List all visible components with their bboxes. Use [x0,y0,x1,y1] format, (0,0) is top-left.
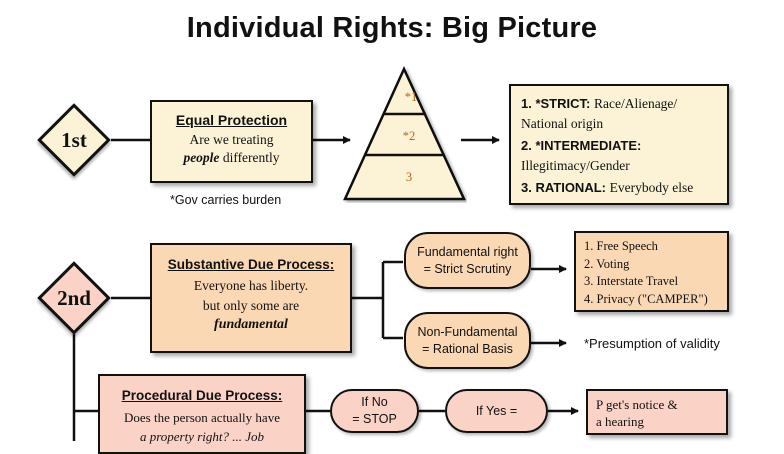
non-fundamental-line1: Non-Fundamental [417,324,518,339]
non-fundamental-line2: = Rational Basis [422,341,513,356]
fundamental-right-pill: Fundamental right = Strict Scrutiny [404,232,531,289]
substantive-line1: Everyone has liberty. [193,278,309,293]
if-no-line1: If No [361,395,388,409]
fundamental-rights-list-box: 1. Free Speech 2. Voting 3. Interstate T… [574,231,729,312]
procedural-heading: Procedural Due Process: [121,388,283,403]
pyramid-tier-1: *1 [404,90,418,104]
strict-text-2: National origin [521,116,604,131]
notice-line2: a hearing [596,414,645,429]
if-yes-pill: If Yes = [445,389,548,433]
step-2nd-diamond: 2nd [37,261,111,335]
step-2nd-label: 2nd [57,285,91,310]
substantive-line3: fundamental [214,317,288,332]
procedural-line1: Does the person actually have [124,410,280,425]
strict-row: 1. *STRICT: Race/Alienage/ [521,93,727,115]
if-no-pill: If No = STOP [330,389,419,433]
equal-protection-line2: people differently [152,150,311,166]
fundamental-right-line1: Fundamental right [417,244,518,259]
step-1st-label: 1st [61,127,87,152]
non-fundamental-pill: Non-Fundamental = Rational Basis [404,312,531,369]
scrutiny-levels-box: 1. *STRICT: Race/Alienage/ National orig… [509,84,729,205]
pyramid-tier-3: 3 [405,170,413,184]
fundamental-right-item-4: 4. Privacy ("CAMPER") [584,291,708,306]
step-1st-diamond: 1st [37,103,111,177]
notice-line1: P get's notice & [596,397,678,412]
equal-protection-box: Equal Protection Are we treating people … [150,100,313,183]
strict-label: 1. *STRICT: [521,96,591,111]
equal-protection-people: people [183,150,220,165]
if-no-line2: = STOP [352,412,397,426]
equal-protection-differently: differently [219,150,280,165]
procedural-due-process-box: Procedural Due Process: Does the person … [98,374,306,454]
substantive-line2: but only some are [202,298,300,313]
equal-protection-line1: Are we treating [189,132,274,147]
pyramid-tier-2: *2 [402,129,416,143]
gov-burden-note: *Gov carries burden [170,193,282,207]
substantive-due-process-box: Substantive Due Process: Everyone has li… [150,243,352,353]
scrutiny-pyramid [343,66,466,201]
intermediate-text: Illegitimacy/Gender [521,158,630,173]
fundamental-right-item-2: 2. Voting [584,256,630,271]
fundamental-right-line2: = Strict Scrutiny [423,261,512,276]
procedural-line2: a property right? ... Job [139,429,265,444]
rational-row: 3. RATIONAL: Everybody else [521,177,727,199]
page-title: Individual Rights: Big Picture [186,12,598,44]
substantive-heading: Substantive Due Process: [167,257,335,272]
strict-text: Race/Alienage/ [593,96,678,111]
fundamental-right-item-3: 3. Interstate Travel [584,274,679,288]
intermediate-label: 2. *INTERMEDIATE: [521,138,642,153]
rational-label: 3. RATIONAL: [521,180,606,195]
notice-hearing-box: P get's notice & a hearing [586,389,728,435]
fundamental-right-item-1: 1. Free Speech [584,239,658,253]
equal-protection-heading: Equal Protection [175,112,288,128]
presumption-note: *Presumption of validity [584,336,720,351]
rational-text: Everybody else [609,180,694,195]
connector-lines [72,136,579,441]
if-yes-text: If Yes = [475,403,518,418]
